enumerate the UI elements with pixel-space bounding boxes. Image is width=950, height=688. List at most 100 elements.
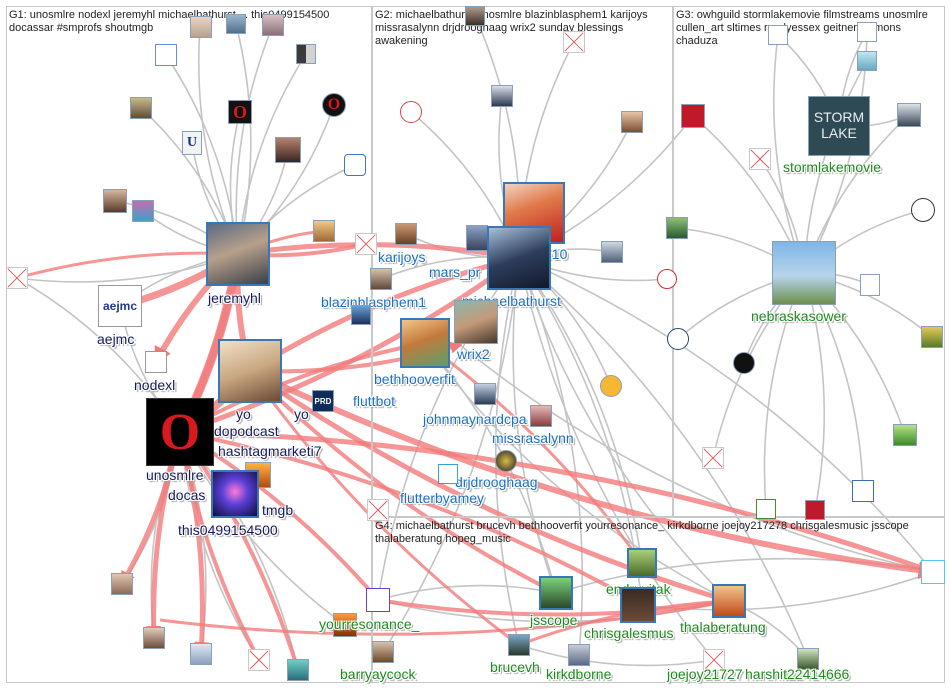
node-small-avatar[interactable] bbox=[275, 137, 301, 163]
node-small-avatar[interactable] bbox=[600, 375, 622, 397]
node-small-avatar[interactable] bbox=[395, 223, 417, 245]
node-small-avatar[interactable] bbox=[666, 217, 688, 239]
label-kirkdborne: kirkdborne bbox=[546, 666, 612, 682]
label-yourresonance: yourresonance_ bbox=[319, 616, 420, 632]
node-small-avatar[interactable] bbox=[132, 200, 154, 222]
node-small-avatar[interactable] bbox=[860, 274, 880, 296]
lake-line: LAKE bbox=[821, 125, 857, 141]
node-small-avatar[interactable] bbox=[474, 383, 496, 405]
label-hashtagmarketi7: hashtagmarketi7 bbox=[218, 443, 322, 459]
node-jsscope[interactable] bbox=[539, 576, 573, 610]
node-small-avatar[interactable] bbox=[313, 220, 335, 242]
node-small-avatar[interactable] bbox=[465, 6, 485, 26]
node-missing-image[interactable] bbox=[703, 649, 725, 671]
label-jsscope: jsscope bbox=[530, 612, 578, 628]
node-small-avatar[interactable] bbox=[143, 627, 165, 649]
node-small-avatar[interactable] bbox=[466, 225, 488, 251]
edge-red bbox=[248, 368, 732, 605]
node-small-avatar[interactable] bbox=[733, 352, 755, 374]
node-small-avatar[interactable] bbox=[768, 25, 788, 45]
node-small-avatar[interactable] bbox=[438, 464, 458, 484]
node-missing-image[interactable] bbox=[702, 447, 724, 469]
node-bethhooverfit[interactable] bbox=[400, 318, 450, 368]
node-missing-image[interactable] bbox=[749, 148, 771, 170]
node-unomaha-logo[interactable]: O bbox=[228, 100, 252, 124]
node-endruvitak[interactable] bbox=[627, 548, 657, 578]
node-u-logo[interactable]: U bbox=[182, 131, 202, 155]
node-small-avatar[interactable] bbox=[370, 268, 392, 290]
node-missing-image[interactable] bbox=[248, 649, 270, 671]
node-missing-image[interactable] bbox=[367, 499, 389, 521]
edge-red bbox=[179, 429, 936, 576]
node-unomaha-logo[interactable]: O bbox=[322, 93, 346, 117]
node-small-avatar[interactable] bbox=[852, 480, 874, 502]
node-small-avatar[interactable] bbox=[111, 573, 133, 595]
node-harshit[interactable] bbox=[797, 648, 819, 670]
node-missing-image[interactable] bbox=[6, 267, 28, 289]
edge-gray bbox=[459, 344, 934, 575]
node-unosmlre[interactable]: O bbox=[146, 398, 214, 466]
node-small-avatar[interactable] bbox=[103, 189, 127, 213]
node-small-avatar[interactable] bbox=[621, 111, 643, 133]
node-missing-image[interactable] bbox=[355, 233, 377, 255]
node-small-avatar[interactable] bbox=[805, 500, 825, 520]
node-small-avatar[interactable] bbox=[400, 101, 422, 123]
node-small-avatar[interactable] bbox=[190, 16, 212, 38]
node-small-avatar[interactable] bbox=[130, 97, 152, 119]
edge-red bbox=[179, 430, 645, 607]
node-stormlake[interactable]: STORM LAKE bbox=[808, 96, 870, 156]
label-harshit22414666: harshit22414666 bbox=[745, 666, 850, 682]
node-yo-large[interactable] bbox=[218, 339, 282, 403]
node-small-avatar[interactable] bbox=[681, 104, 705, 128]
node-chrisgalesmusic[interactable] bbox=[620, 587, 656, 623]
node-barryaycock[interactable] bbox=[372, 641, 394, 663]
node-small-avatar[interactable] bbox=[857, 51, 877, 71]
label-flutterbyamey: flutterbyamey bbox=[400, 490, 485, 506]
node-small-avatar[interactable] bbox=[756, 499, 776, 519]
node-nebraskasower[interactable] bbox=[772, 241, 836, 305]
node-missing-image[interactable] bbox=[563, 31, 585, 53]
label-yo: yo bbox=[236, 406, 251, 422]
node-small-avatar[interactable] bbox=[857, 22, 877, 42]
node-thalaberatung[interactable] bbox=[712, 584, 746, 618]
node-wrix2[interactable] bbox=[454, 300, 498, 344]
label-johnmaynardcpa: johnmaynardcpa bbox=[423, 411, 527, 427]
node-small-avatar[interactable] bbox=[893, 424, 917, 446]
node-small-avatar[interactable] bbox=[491, 85, 513, 107]
node-small-avatar[interactable] bbox=[351, 305, 371, 325]
node-small-avatar[interactable] bbox=[657, 269, 677, 289]
node-small-avatar[interactable] bbox=[287, 659, 309, 681]
node-brucevh[interactable] bbox=[508, 634, 530, 656]
node-aejmc[interactable]: aejmc bbox=[98, 285, 142, 327]
unomaha-o-icon: O bbox=[327, 96, 341, 113]
node-small-avatar[interactable] bbox=[530, 405, 552, 427]
node-small-avatar[interactable] bbox=[921, 326, 943, 348]
group-title-g3: G3: owhguild stormlakemovie filmstreams … bbox=[676, 9, 928, 47]
node-jeremyhl[interactable] bbox=[206, 222, 270, 286]
label-nodexl: nodexl bbox=[134, 377, 176, 393]
edge-red bbox=[248, 368, 937, 580]
node-logo-circles[interactable] bbox=[155, 44, 177, 66]
node-small-avatar[interactable] bbox=[495, 450, 517, 472]
node-small-avatar[interactable] bbox=[296, 44, 316, 64]
label-chrisgalesmus: chrisgalesmus bbox=[584, 625, 674, 641]
node-small-avatar[interactable] bbox=[333, 613, 357, 637]
label-yo-2: yo bbox=[294, 406, 309, 422]
node-kirkdborne[interactable] bbox=[568, 644, 590, 666]
node-small-avatar[interactable] bbox=[911, 198, 935, 222]
node-michaelbathurst[interactable] bbox=[487, 226, 551, 290]
prd-logo-icon: PRD bbox=[314, 396, 332, 406]
node-small-avatar[interactable] bbox=[190, 643, 212, 665]
edge-gray bbox=[518, 257, 810, 660]
node-small-avatar[interactable] bbox=[262, 14, 284, 36]
node-small-avatar[interactable] bbox=[601, 241, 623, 263]
node-small-avatar[interactable] bbox=[667, 328, 689, 350]
node-small-avatar[interactable] bbox=[226, 14, 246, 34]
node-nodexl[interactable] bbox=[145, 351, 167, 373]
node-prd[interactable]: PRD bbox=[312, 390, 334, 412]
node-small-avatar[interactable] bbox=[897, 103, 921, 127]
node-flutter-logo[interactable] bbox=[921, 560, 945, 584]
node-small-avatar[interactable] bbox=[344, 154, 366, 176]
node-yourresonance[interactable] bbox=[366, 588, 390, 612]
node-shoutmgb[interactable] bbox=[211, 470, 259, 518]
